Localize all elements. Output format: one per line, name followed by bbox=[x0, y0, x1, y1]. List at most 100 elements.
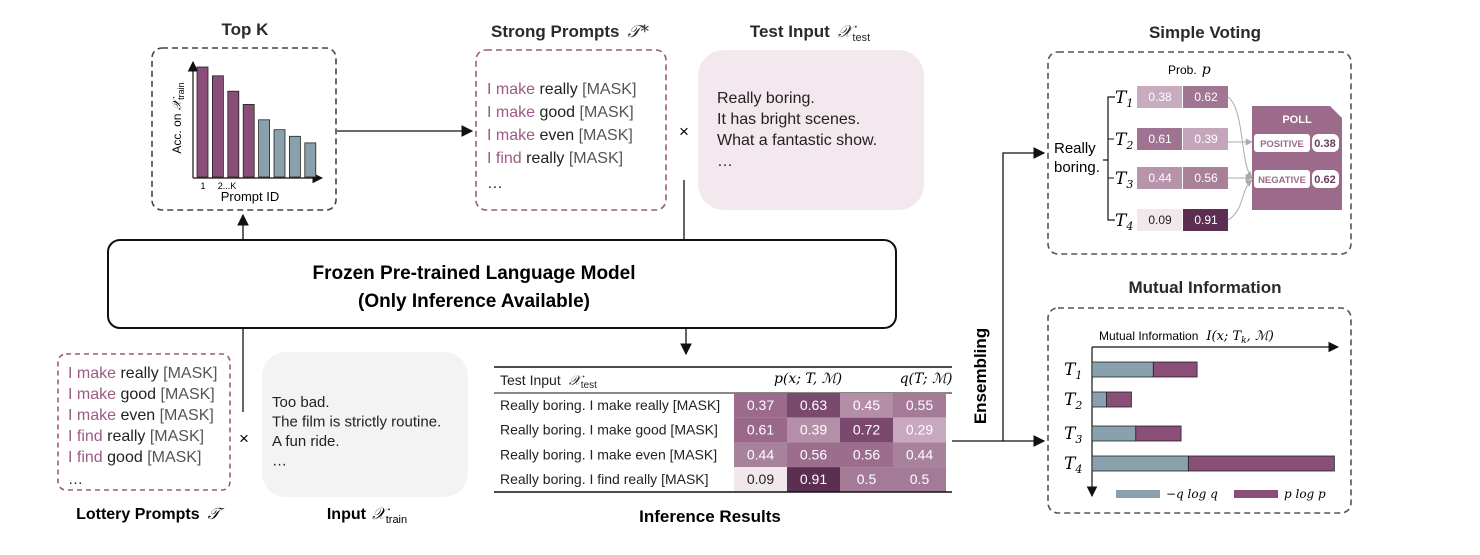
voting-row-label: T3 bbox=[1115, 169, 1133, 191]
prompt-line: I make even [MASK] bbox=[68, 407, 214, 424]
table-cell bbox=[893, 417, 946, 443]
positive-value: 0.38 bbox=[1314, 138, 1335, 150]
prompt-line: I find really [MASK] bbox=[487, 150, 623, 167]
table-cell-value: 0.5 bbox=[910, 471, 930, 487]
positive-label: POSITIVE bbox=[1260, 139, 1304, 150]
prompt-line: I find really [MASK] bbox=[68, 428, 204, 445]
input-line: The film is strictly routine. bbox=[272, 414, 441, 431]
train-input-panel: Too bad. The film is strictly routine. A f… bbox=[262, 352, 468, 526]
table-cell-value: 0.09 bbox=[747, 471, 774, 487]
table-cell bbox=[734, 467, 787, 492]
table-cell-value: 0.44 bbox=[906, 446, 933, 462]
table-cell bbox=[787, 393, 840, 418]
voting-cell bbox=[1183, 86, 1228, 108]
topk-title: Top K bbox=[222, 20, 270, 39]
inference-title: Inference Results bbox=[639, 507, 781, 526]
lottery-box bbox=[57, 353, 231, 491]
mi-bar-q bbox=[1091, 361, 1154, 378]
table-cell-value: 0.72 bbox=[853, 422, 880, 438]
table-cell-value: 0.39 bbox=[800, 422, 827, 438]
mi-bar-p bbox=[1187, 455, 1335, 472]
table-cell-value: 0.91 bbox=[800, 471, 827, 487]
input-line: Too bad. bbox=[272, 394, 330, 411]
mi-row-label: T3 bbox=[1064, 424, 1082, 446]
mi-row-label: T1 bbox=[1064, 360, 1082, 382]
train-input-bubble bbox=[262, 352, 468, 497]
table-cell bbox=[787, 417, 840, 443]
topk-bar bbox=[211, 75, 224, 178]
legend-q-label: −q log q bbox=[1166, 487, 1218, 501]
voting-input-line1: Really bbox=[1054, 140, 1096, 157]
table-cell-value: 0.45 bbox=[853, 397, 880, 413]
mi-row-label: T4 bbox=[1064, 454, 1082, 476]
mi-bar-p bbox=[1152, 361, 1198, 378]
test-input-bubble bbox=[698, 50, 924, 210]
voting-cell-value: 0.38 bbox=[1148, 90, 1172, 104]
vote-arrow-t4-neg bbox=[1227, 179, 1253, 221]
table-cell-value: 0.56 bbox=[800, 446, 827, 462]
table-cell-value: 0.55 bbox=[906, 397, 933, 413]
voting-cell bbox=[1137, 209, 1182, 231]
voting-cell bbox=[1137, 167, 1182, 189]
table-header-q: q(T; ℳ) bbox=[900, 371, 953, 387]
input-line: A fun ride. bbox=[272, 433, 340, 450]
mi-row-label: T2 bbox=[1064, 390, 1082, 412]
voting-cell-value: 0.09 bbox=[1148, 213, 1172, 227]
negative-tag bbox=[1254, 170, 1310, 188]
voting-cell-value: 0.44 bbox=[1148, 171, 1172, 185]
mi-bar-q bbox=[1091, 391, 1108, 408]
voting-cell-value: 0.61 bbox=[1148, 132, 1172, 146]
ensembling-label: Ensembling bbox=[971, 328, 990, 424]
positive-val-pill bbox=[1312, 134, 1339, 152]
lottery-ellipsis: … bbox=[68, 471, 83, 488]
table-cell bbox=[840, 393, 893, 418]
topk-bar bbox=[258, 119, 271, 178]
voting-title: Simple Voting bbox=[1149, 23, 1261, 42]
voting-cell bbox=[1183, 167, 1228, 189]
table-row-text: Really boring. I make good [MASK] bbox=[500, 422, 718, 438]
table-cell bbox=[787, 467, 840, 492]
table-cell bbox=[840, 442, 893, 468]
lottery-panel: I make really [MASK]I make good [MASK]I … bbox=[57, 353, 231, 523]
voting-cell-value: 0.56 bbox=[1194, 171, 1218, 185]
mi-box bbox=[1047, 307, 1352, 514]
legend-q-swatch bbox=[1116, 490, 1160, 498]
voting-cell bbox=[1183, 209, 1228, 231]
test-input-lines: Really boring.It has bright scenes.What … bbox=[717, 90, 877, 170]
input-line: … bbox=[272, 453, 287, 470]
mi-bar-q bbox=[1091, 425, 1137, 442]
times-symbol-bottom: × bbox=[239, 429, 249, 448]
table-row-text: Really boring. I find really [MASK] bbox=[500, 471, 709, 487]
voting-cell-value: 0.91 bbox=[1194, 213, 1218, 227]
prompt-line: I find good [MASK] bbox=[68, 449, 201, 466]
mi-bar-p bbox=[1106, 391, 1132, 408]
voting-input-line2: boring. bbox=[1054, 159, 1100, 176]
lottery-prompt-list: I make really [MASK]I make good [MASK]I … bbox=[68, 365, 217, 466]
table-cell-value: 0.63 bbox=[800, 397, 827, 413]
train-input-lines: Too bad. The film is strictly routine. A f… bbox=[272, 394, 441, 470]
voting-brace bbox=[1103, 96, 1115, 221]
positive-tag bbox=[1254, 134, 1310, 152]
voting-row-label: T1 bbox=[1115, 88, 1133, 110]
prompt-line: I make good [MASK] bbox=[487, 104, 634, 121]
frozen-model: Frozen Pre-trained Language Model (Only … bbox=[107, 239, 897, 329]
topk-bar bbox=[273, 129, 286, 178]
topk-bar bbox=[227, 90, 240, 178]
frozen-box bbox=[107, 239, 897, 329]
topk-tick-2: 2...K bbox=[218, 181, 237, 191]
mi-bar-q bbox=[1091, 455, 1189, 472]
arrow-to-voting bbox=[952, 147, 1046, 442]
strong-box bbox=[475, 49, 667, 211]
voting-row-label: T4 bbox=[1115, 211, 1133, 233]
